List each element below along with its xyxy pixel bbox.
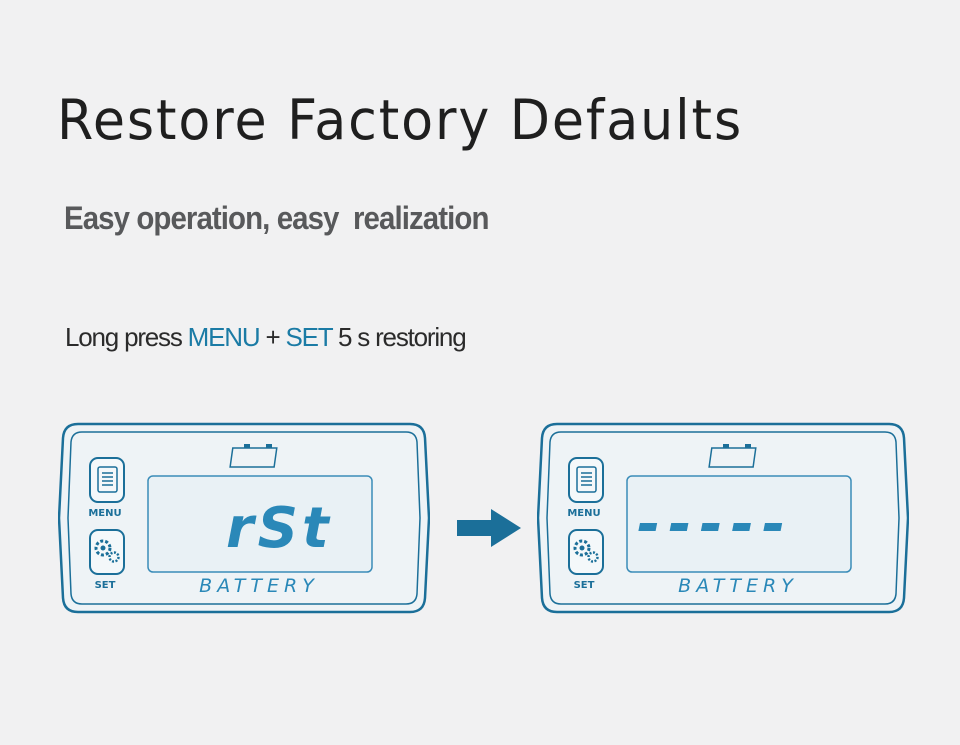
battery-label: BATTERY [678,575,798,597]
page-subtitle: Easy operation, easy realization [64,200,489,236]
arrow-right-icon [457,509,521,547]
document-list-icon [97,466,118,493]
device-body [537,422,909,614]
set-button-label: SET [94,580,116,591]
set-button[interactable] [568,529,604,575]
instruction-plus: + [259,322,286,352]
battery-meter-before: MENU SET rSt BATTERY [58,418,430,618]
set-button[interactable] [89,529,125,575]
battery-meter-after: MENU SET ----- BATTERY [537,418,909,618]
set-button-label: SET [573,580,595,591]
device-body [58,422,430,614]
gears-icon [573,539,599,563]
instruction-text: Long press MENU + SET 5 s restoring [65,322,467,353]
lcd-display-value: ----- [637,492,794,557]
instruction-menu-key: MENU [187,322,261,352]
instruction-part1: Long press [65,322,188,352]
battery-label: BATTERY [199,575,319,597]
menu-button[interactable] [89,457,125,503]
battery-icon [229,444,278,468]
menu-button[interactable] [568,457,604,503]
page-title: Restore Factory Defaults [57,88,744,152]
instruction-part2: 5 s restoring [331,322,467,352]
menu-button-label: MENU [88,508,122,519]
instruction-set-key: SET [285,322,333,352]
battery-icon [708,444,757,468]
document-list-icon [576,466,597,493]
gears-icon [94,539,120,563]
menu-button-label: MENU [567,508,601,519]
lcd-display-value: rSt [226,496,333,561]
